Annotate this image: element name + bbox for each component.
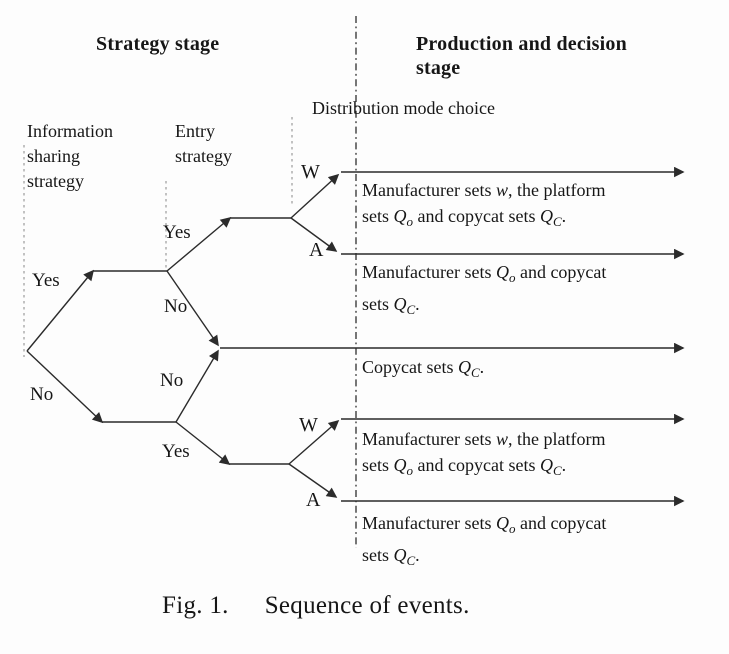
label-entry-top-no: No xyxy=(164,296,188,317)
edge-dist-top-a xyxy=(290,217,338,252)
label-entry-strategy: Entry strategy xyxy=(175,121,232,166)
header-strategy-stage: Strategy stage xyxy=(96,33,220,55)
edge-dist-top-w xyxy=(290,173,340,219)
label-dist-bottom-w: W xyxy=(299,414,318,436)
label-entry-bottom-no: No xyxy=(160,370,184,391)
label-dist-bottom-a: A xyxy=(306,489,321,511)
edge-entry-bottom-no xyxy=(175,349,219,423)
label-entry-bottom-yes: Yes xyxy=(162,441,190,462)
label-information-sharing-strategy: Information sharing strategy xyxy=(27,121,113,191)
label-dist-top-a: A xyxy=(309,239,324,261)
label-distribution-mode-choice: Distribution mode choice xyxy=(312,98,495,118)
header-production-stage: Production and decision stage xyxy=(416,32,627,80)
edge-dist-bottom-a xyxy=(288,463,338,498)
edge-entry-top-yes xyxy=(166,216,232,272)
figure-caption-label: Fig. 1. xyxy=(162,592,229,619)
edge-share-yes xyxy=(26,269,95,352)
edge-entry-top-no xyxy=(166,270,219,347)
figure-caption: Fig. 1. Sequence of events. xyxy=(162,592,470,620)
label-entry-top-yes: Yes xyxy=(163,222,191,243)
label-share-no: No xyxy=(30,384,54,405)
edge-share-no xyxy=(26,350,104,424)
header-production-stage-line2: stage xyxy=(416,57,461,79)
label-dist-top-w: W xyxy=(301,161,320,183)
header-production-stage-line1: Production and decision xyxy=(416,33,627,55)
edge-dist-bottom-w xyxy=(288,419,340,465)
figure-caption-text: Sequence of events. xyxy=(264,592,470,619)
branch-description-3: Copycat sets QC. xyxy=(362,357,485,380)
edge-entry-bottom-yes xyxy=(175,421,231,465)
label-share-yes: Yes xyxy=(32,270,60,291)
